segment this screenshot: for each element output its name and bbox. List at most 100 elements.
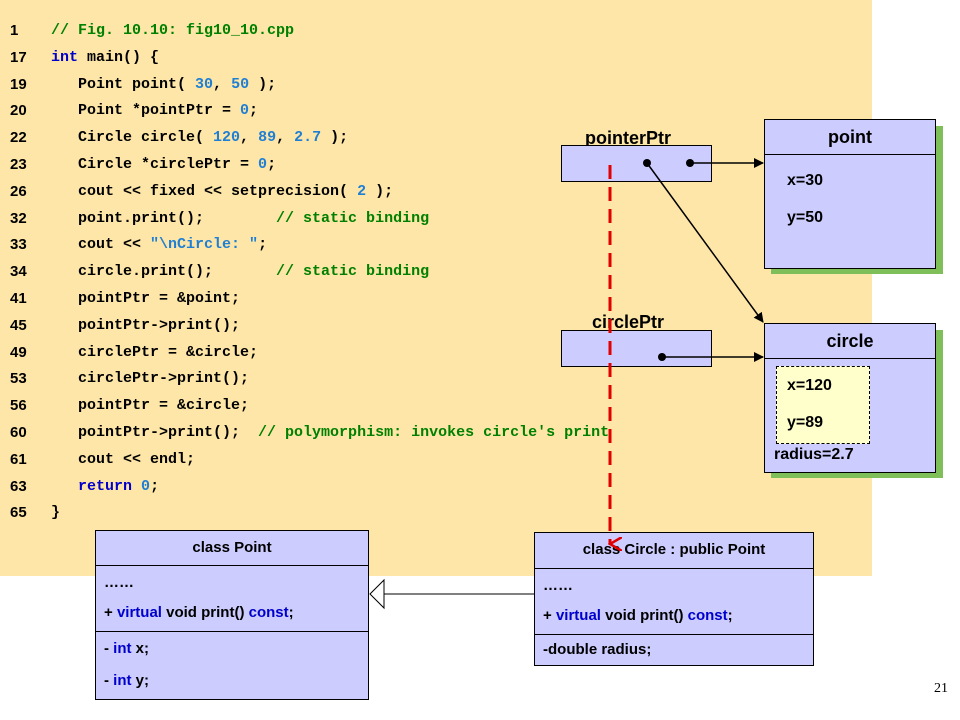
line-number: 34 bbox=[10, 263, 27, 281]
code-token: // static binding bbox=[276, 209, 430, 227]
line-number: 60 bbox=[10, 424, 27, 441]
circle-object: circle x=120 y=89 radius=2.7 bbox=[764, 323, 936, 473]
code-text: pointPtr->print(); // polymorphism: invo… bbox=[51, 420, 609, 446]
code-token: 2.7 bbox=[294, 129, 322, 147]
code-token: ); bbox=[321, 129, 349, 147]
uml-circle-header: class Circle : public Point bbox=[535, 533, 813, 569]
code-token: // polymorphism: invokes circle's print bbox=[258, 424, 610, 441]
code-token: ; bbox=[267, 156, 277, 173]
arrow-pointerptr-to-circle bbox=[646, 162, 764, 323]
uml-point-field-y: - int y; bbox=[104, 672, 150, 689]
line-number: 53 bbox=[10, 370, 27, 388]
page-number: 21 bbox=[934, 681, 948, 696]
code-token: circlePtr = &circle; bbox=[51, 343, 259, 361]
line-number: 17 bbox=[10, 48, 27, 66]
code-token: point.print(); bbox=[51, 209, 277, 227]
code-token: main() { bbox=[78, 48, 160, 66]
line-number: 63 bbox=[10, 477, 27, 495]
code-token: 50 bbox=[231, 75, 250, 93]
code-token: // Fig. 10.10: fig10_10.cpp bbox=[51, 22, 295, 39]
circle-radius-field: radius=2.7 bbox=[774, 446, 854, 463]
uml-point-fields: - int x; - int y; bbox=[96, 632, 368, 700]
line-number: 45 bbox=[10, 316, 27, 334]
line-number: 26 bbox=[10, 182, 27, 200]
uml-class-circle: class Circle : public Point …… + virtual… bbox=[534, 532, 814, 666]
line-number: 33 bbox=[10, 236, 27, 254]
code-token: ; bbox=[150, 477, 160, 495]
code-token: 120 bbox=[213, 129, 241, 147]
code-token: pointPtr->print(); bbox=[51, 316, 241, 334]
code-token: circle.print(); bbox=[51, 263, 277, 281]
uml-class-point: class Point …… + virtual void print() co… bbox=[95, 530, 369, 700]
uml-point-method: + virtual void print() const; bbox=[104, 604, 294, 621]
circle-ptr-box bbox=[561, 330, 712, 367]
uml-circle-methods: …… + virtual void print() const; bbox=[535, 569, 813, 635]
code-token: 0 bbox=[141, 477, 151, 495]
code-token: } bbox=[51, 504, 61, 522]
line-number: 1 bbox=[10, 22, 19, 39]
code-text: int main() { bbox=[51, 45, 159, 71]
line-number: 32 bbox=[10, 209, 27, 227]
code-text: Point point( 30, 50 ); bbox=[51, 72, 276, 98]
code-text: Point *pointPtr = 0; bbox=[51, 98, 258, 124]
code-token: 30 bbox=[195, 75, 214, 93]
code-token: 0 bbox=[258, 156, 268, 173]
code-text: // Fig. 10.10: fig10_10.cpp bbox=[51, 18, 294, 44]
code-text: circlePtr->print(); bbox=[51, 366, 249, 392]
line-number: 41 bbox=[10, 290, 27, 307]
circle-base-part bbox=[776, 366, 870, 444]
circle-object-title: circle bbox=[765, 324, 935, 359]
code-token: // static binding bbox=[276, 263, 430, 281]
circle-x-field: x=120 bbox=[787, 377, 832, 394]
inheritance-arrowhead bbox=[369, 578, 385, 610]
code-token: cout << fixed << setprecision( bbox=[51, 182, 358, 200]
code-token: ; bbox=[249, 102, 259, 120]
line-number: 65 bbox=[10, 504, 27, 522]
code-text: cout << fixed << setprecision( 2 ); bbox=[51, 179, 393, 205]
code-token: 2 bbox=[357, 182, 367, 200]
point-object-title: point bbox=[765, 120, 935, 155]
code-panel: 1 // Fig. 10.10: fig10_10.cpp 17 int main()… bbox=[0, 0, 872, 576]
code-token: cout << bbox=[51, 236, 151, 254]
circle-y-field: y=89 bbox=[787, 414, 824, 431]
code-token: , bbox=[240, 129, 259, 147]
code-token: ); bbox=[366, 182, 394, 200]
code-text: pointPtr->print(); bbox=[51, 313, 240, 339]
code-text: Circle *circlePtr = 0; bbox=[51, 152, 276, 178]
code-token: cout << endl; bbox=[51, 450, 196, 468]
code-token: ; bbox=[258, 236, 268, 254]
line-number: 61 bbox=[10, 450, 27, 468]
uml-circle-method: + virtual void print() const; bbox=[543, 607, 733, 624]
code-token: Circle *circlePtr = bbox=[51, 156, 259, 173]
code-text: cout << endl; bbox=[51, 447, 195, 473]
code-text: circlePtr = &circle; bbox=[51, 340, 258, 366]
point-x-field: x=30 bbox=[787, 172, 824, 189]
code-token: , bbox=[213, 75, 232, 93]
code-token: 89 bbox=[258, 129, 277, 147]
uml-point-methods: …… + virtual void print() const; bbox=[96, 566, 368, 632]
code-token: ); bbox=[249, 75, 277, 93]
uml-point-ellipsis: …… bbox=[104, 574, 134, 591]
line-number: 49 bbox=[10, 343, 27, 361]
code-token: pointPtr = &point; bbox=[51, 290, 241, 307]
line-number: 19 bbox=[10, 75, 27, 93]
uml-point-field-x: - int x; bbox=[104, 640, 150, 657]
line-number: 20 bbox=[10, 102, 27, 120]
code-token: return bbox=[78, 477, 133, 495]
line-number: 22 bbox=[10, 129, 27, 147]
point-object: point x=30 y=50 bbox=[764, 119, 936, 269]
code-token: circlePtr->print(); bbox=[51, 370, 250, 388]
code-text: pointPtr = &circle; bbox=[51, 393, 249, 419]
code-token: Point *pointPtr = bbox=[51, 102, 241, 120]
pointer-ptr-label: pointerPtr bbox=[585, 128, 672, 148]
uml-circle-field-radius: -double radius; bbox=[543, 641, 652, 658]
code-text: pointPtr = &point; bbox=[51, 286, 240, 312]
code-text: point.print(); // static binding bbox=[51, 206, 429, 232]
code-text: return 0; bbox=[51, 474, 159, 500]
code-token: Point point( bbox=[51, 75, 196, 93]
code-text: cout << "\nCircle: "; bbox=[51, 232, 267, 258]
code-token: 0 bbox=[240, 102, 250, 120]
code-token: int bbox=[51, 48, 79, 66]
code-token: pointPtr->print(); bbox=[51, 424, 259, 441]
